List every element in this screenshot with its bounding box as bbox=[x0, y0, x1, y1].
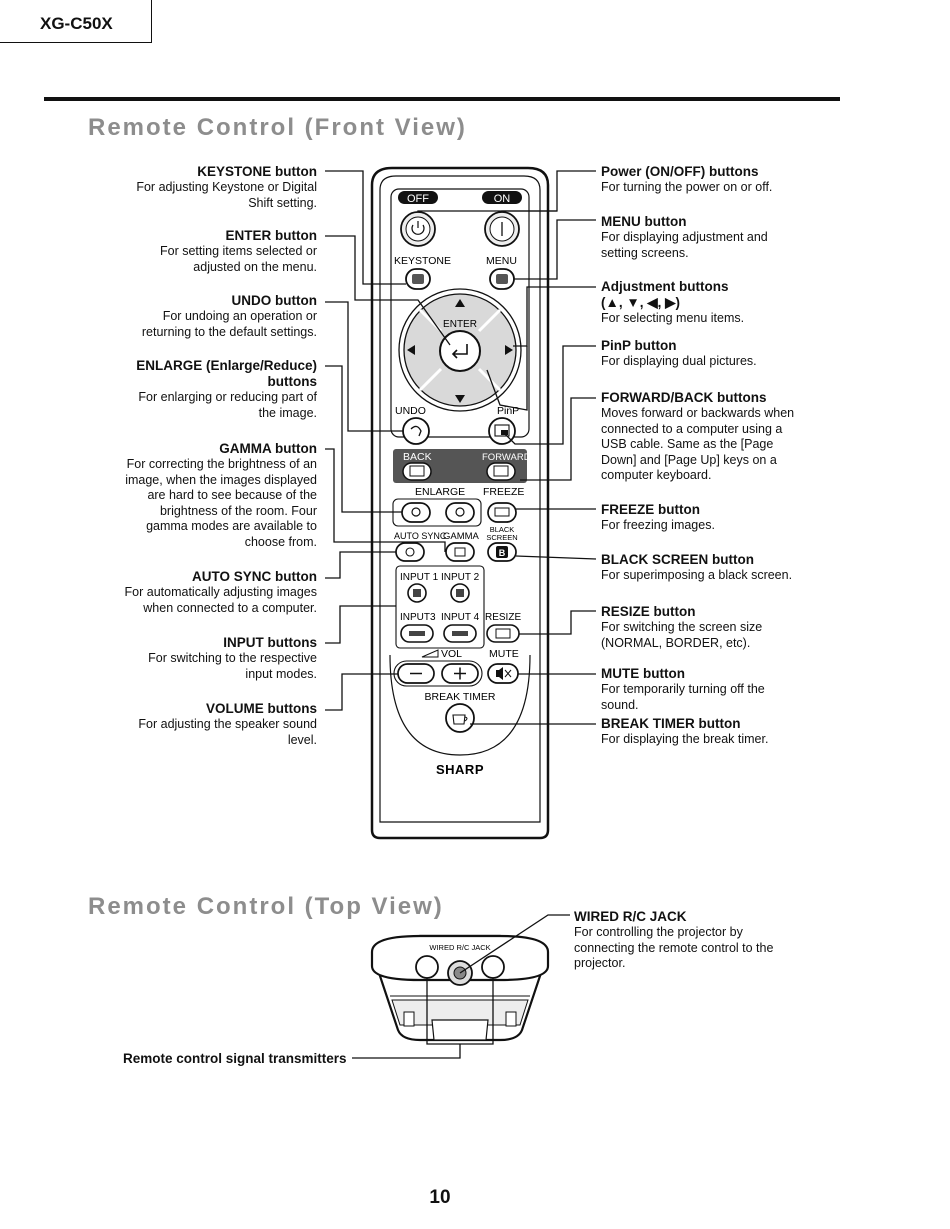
remote-top-illustration: WIRED R/C JACK bbox=[352, 914, 570, 1059]
auto-sync-button[interactable] bbox=[395, 542, 425, 562]
label-enter: ENTER bbox=[443, 319, 477, 330]
callout-power: Power (ON/OFF) buttons For turning the p… bbox=[601, 164, 773, 194]
label-back: BACK bbox=[403, 451, 432, 463]
input1-button[interactable] bbox=[407, 583, 427, 603]
callout-volume: VOLUME buttons For adjusting the speaker… bbox=[138, 701, 317, 747]
label-off: OFF bbox=[407, 193, 429, 205]
page-number: 10 bbox=[429, 1187, 451, 1208]
label-input2: INPUT 2 bbox=[441, 572, 480, 583]
right-arrow-icon[interactable] bbox=[505, 345, 513, 355]
header-rule bbox=[44, 97, 840, 101]
undo-button[interactable] bbox=[402, 417, 430, 445]
callout-enlarge: ENLARGE (Enlarge/Reduce) buttons For enl… bbox=[136, 358, 317, 420]
volume-up-button[interactable] bbox=[441, 663, 479, 684]
label-black: BLACK bbox=[490, 525, 515, 534]
label-auto-sync: AUTO SYNC bbox=[394, 531, 447, 541]
label-gamma: GAMMA bbox=[443, 531, 480, 542]
enlarge-button[interactable] bbox=[445, 502, 475, 523]
callout-menu: MENU button For displaying adjustment an… bbox=[601, 214, 768, 260]
callout-gamma: GAMMA button For correcting the brightne… bbox=[125, 441, 317, 549]
label-menu: MENU bbox=[486, 255, 517, 267]
label-break-timer: BREAK TIMER bbox=[425, 691, 496, 703]
callout-pinp: PinP button For displaying dual pictures… bbox=[601, 338, 757, 368]
leader-lines bbox=[325, 170, 597, 725]
down-arrow-icon[interactable] bbox=[455, 395, 465, 403]
volume-down-button[interactable] bbox=[397, 663, 435, 684]
label-mute: MUTE bbox=[489, 648, 519, 660]
enlarge-reduce-button[interactable] bbox=[401, 502, 431, 523]
label-undo: UNDO bbox=[395, 405, 426, 417]
callout-undo: UNDO button For undoing an operation or … bbox=[141, 293, 317, 339]
left-arrow-icon[interactable] bbox=[407, 345, 415, 355]
label-keystone: KEYSTONE bbox=[394, 255, 451, 267]
model-tab: XG-C50X bbox=[0, 0, 152, 43]
callout-resize: RESIZE button For switching the screen s… bbox=[601, 604, 763, 650]
remote-front-illustration: OFF ON KEYSTONE MENU ENTER bbox=[325, 166, 597, 840]
callout-forward-back: FORWARD/BACK buttons Moves forward or ba… bbox=[601, 390, 795, 482]
callout-transmitters: Remote control signal transmitters bbox=[123, 1051, 347, 1066]
menu-button[interactable] bbox=[489, 268, 515, 290]
back-button[interactable] bbox=[402, 462, 432, 481]
callout-wired-jack: WIRED R/C JACK For controlling the proje… bbox=[574, 909, 774, 970]
callout-adjustment: Adjustment buttons (▲, ▼, ◀, ▶) For sele… bbox=[601, 279, 745, 325]
transmitter-left bbox=[415, 955, 439, 979]
callout-enter: ENTER button For setting items selected … bbox=[159, 228, 317, 274]
input2-button[interactable] bbox=[450, 583, 470, 603]
input3-button[interactable] bbox=[400, 624, 434, 643]
front-view-title: Remote Control (Front View) bbox=[88, 114, 467, 141]
callout-input: INPUT buttons For switching to the respe… bbox=[148, 635, 317, 681]
mute-button[interactable] bbox=[487, 663, 519, 684]
brand-logo: SHARP bbox=[436, 762, 484, 777]
callout-break-timer: BREAK TIMER button For displaying the br… bbox=[601, 716, 769, 746]
forward-button[interactable] bbox=[486, 462, 516, 481]
break-timer-button[interactable] bbox=[445, 703, 475, 733]
power-on-button[interactable] bbox=[484, 211, 520, 247]
label-input1: INPUT 1 bbox=[400, 572, 439, 583]
label-input3: INPUT3 bbox=[400, 612, 436, 623]
label-forward: FORWARD bbox=[482, 452, 531, 463]
label-on: ON bbox=[494, 193, 511, 205]
freeze-button[interactable] bbox=[487, 502, 517, 523]
label-enlarge: ENLARGE bbox=[415, 486, 465, 498]
label-resize: RESIZE bbox=[485, 612, 521, 623]
gamma-button[interactable] bbox=[445, 542, 475, 562]
transmitter-right bbox=[481, 955, 505, 979]
callout-freeze: FREEZE button For freezing images. bbox=[601, 502, 715, 532]
power-off-button[interactable] bbox=[400, 211, 436, 247]
label-screen: SCREEN bbox=[486, 533, 517, 542]
label-wired-jack: WIRED R/C JACK bbox=[429, 943, 490, 952]
svg-text:B: B bbox=[499, 548, 506, 558]
input4-button[interactable] bbox=[443, 624, 477, 643]
label-freeze: FREEZE bbox=[483, 486, 524, 498]
callout-black-screen: BLACK SCREEN button For superimposing a … bbox=[601, 552, 793, 582]
model-name: XG-C50X bbox=[40, 14, 113, 33]
callout-keystone: KEYSTONE button For adjusting Keystone o… bbox=[136, 164, 317, 210]
label-vol: VOL bbox=[441, 648, 462, 660]
callout-auto-sync: AUTO SYNC button For automatically adjus… bbox=[124, 569, 317, 615]
label-input4: INPUT 4 bbox=[441, 612, 480, 623]
resize-button[interactable] bbox=[486, 624, 520, 643]
up-arrow-icon[interactable] bbox=[455, 299, 465, 307]
callout-mute: MUTE button For temporarily turning off … bbox=[601, 666, 765, 712]
keystone-button[interactable] bbox=[405, 268, 431, 290]
top-view-title: Remote Control (Top View) bbox=[88, 893, 444, 920]
enter-button[interactable] bbox=[439, 330, 481, 372]
black-screen-button[interactable]: B bbox=[487, 542, 517, 562]
